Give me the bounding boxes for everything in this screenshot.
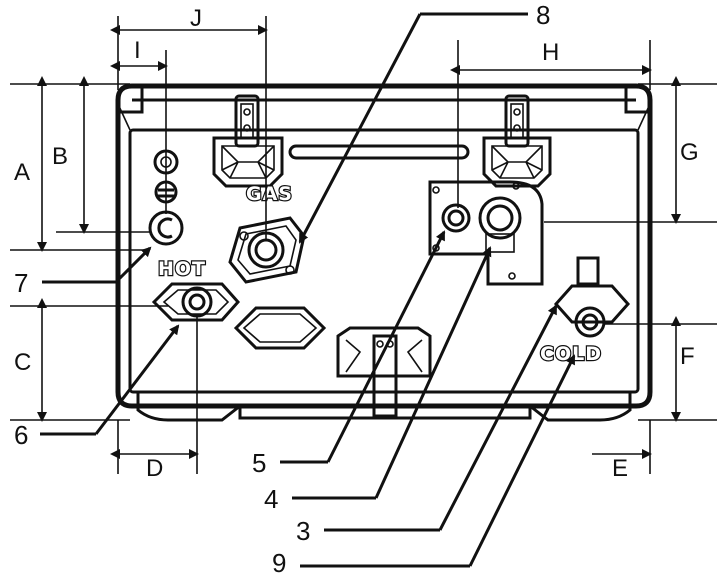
- dimension-lines: [10, 16, 717, 474]
- gas-connection: [228, 216, 306, 284]
- dim-label-e: E: [612, 455, 628, 482]
- dim-label-g: G: [680, 139, 699, 166]
- dim-label-j: J: [190, 5, 202, 32]
- dim-label-h: H: [542, 39, 559, 66]
- water-inlet-bracket: [428, 180, 544, 286]
- top-bracket-left: [212, 94, 284, 188]
- top-bracket-right: [482, 94, 552, 188]
- hot-label: HOT: [158, 258, 206, 280]
- callout-leaders: [40, 12, 576, 568]
- blank-plate: [233, 306, 327, 350]
- dim-label-c: C: [14, 349, 31, 376]
- dim-label-i: I: [134, 37, 141, 64]
- cold-connection: [553, 256, 631, 338]
- callout-6: 6: [14, 420, 28, 450]
- bottom-center-bracket: [336, 326, 432, 418]
- callout-8: 8: [536, 0, 550, 30]
- dim-label-d: D: [146, 455, 163, 482]
- callout-5: 5: [252, 448, 266, 478]
- callout-7: 7: [14, 268, 28, 298]
- cold-label: COLD: [540, 343, 602, 365]
- hot-connection: [151, 282, 241, 322]
- unit-housing: [115, 83, 653, 422]
- gas-label: GAS: [246, 183, 293, 205]
- callout-4: 4: [264, 484, 278, 514]
- dim-label-f: F: [680, 343, 695, 370]
- callout-3: 3: [296, 516, 310, 546]
- dim-label-a: A: [14, 159, 30, 186]
- dim-label-b: B: [52, 143, 68, 170]
- callout-9: 9: [272, 548, 286, 573]
